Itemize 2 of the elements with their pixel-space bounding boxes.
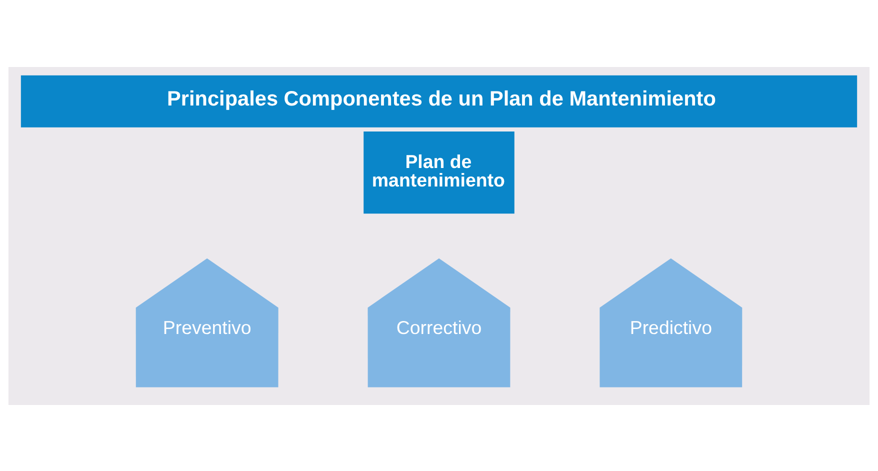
node-box: Plan de mantenimiento — [364, 130, 514, 214]
diagram-title: Principales Componentes de un Plan de Mantenimiento — [167, 86, 716, 110]
